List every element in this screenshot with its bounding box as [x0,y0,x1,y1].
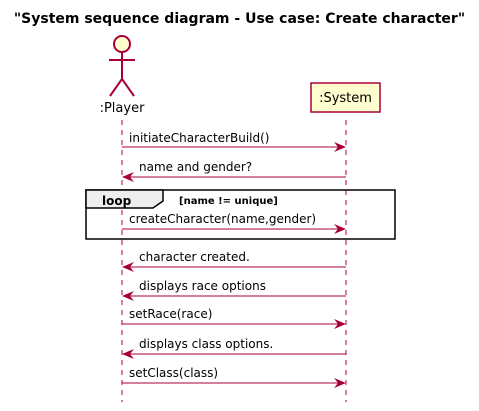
player-label: :Player [100,101,145,116]
message-7: setClass(class) [122,366,346,388]
loop-tab [85,189,164,209]
message-label: createCharacter(name,gender) [129,212,316,226]
system-participant: :System [310,82,381,113]
message-label: character created. [139,250,250,264]
message-label: name and gender? [139,160,252,174]
system-label: :System [319,91,372,106]
loop-frame [85,189,396,240]
message-label: displays class options. [139,337,273,351]
player-actor: :Player [100,35,145,116]
message-4: displays race options [122,279,346,301]
loop-fragment: loop [name != unique] [85,189,396,240]
message-1: name and gender? [122,160,346,182]
message-label: setClass(class) [129,366,218,380]
stick-figure-icon [109,35,135,97]
loop-guard: [name != unique] [179,196,278,207]
message-label: initiateCharacterBuild() [129,131,269,145]
message-label: displays race options [139,279,266,293]
loop-keyword: loop [102,194,132,208]
diagram-title: "System sequence diagram - Use case: Cre… [14,11,465,27]
message-5: setRace(race) [122,307,346,329]
message-2: createCharacter(name,gender) [122,212,346,234]
message-label: setRace(race) [129,307,212,321]
message-6: displays class options. [122,337,346,359]
message-3: character created. [122,250,346,272]
message-0: initiateCharacterBuild() [122,131,346,152]
system-box [310,82,381,113]
